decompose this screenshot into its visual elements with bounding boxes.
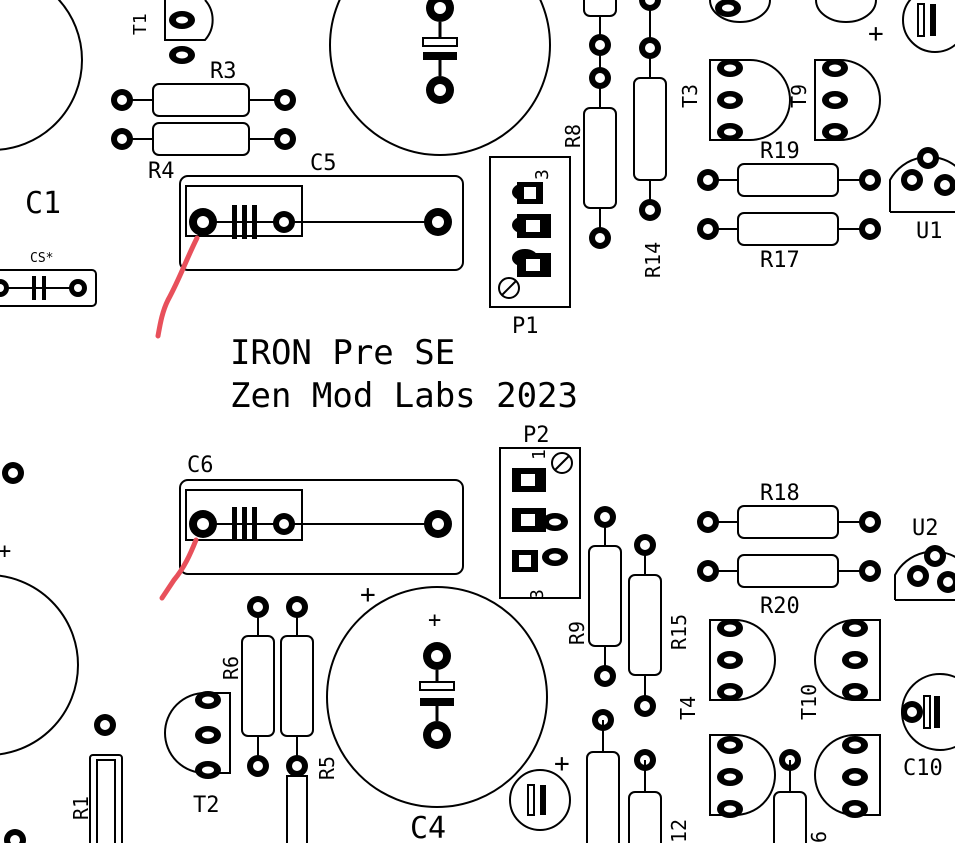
u2-label: U2 [912,516,939,541]
u2-regulator: U2 [894,516,955,601]
r14-resistor: R14 [633,0,667,278]
p1-trimmer: 3 P1 [489,156,571,339]
r17-label: R17 [760,248,800,273]
r20-label: R20 [760,594,800,619]
c5-capacitor: C5 [179,151,464,271]
t4-label: T4 [676,696,700,720]
r19-resistor: R19 [697,139,881,197]
cs-label: CS* [30,251,53,266]
t-bottom-1 [709,734,776,818]
r6-resistor: R6 [219,596,275,777]
r-bottom-1 [586,709,620,843]
r15-label: R15 [667,614,691,650]
t-bottom-2 [814,734,881,818]
p2-pin3: 3 [527,589,548,600]
c4-plus-inner: + [428,608,441,633]
r20-resistor: R20 [697,554,881,619]
t9-label: T9 [787,84,811,108]
r8-label: R8 [561,124,585,148]
r4-resistor: R4 [111,122,296,184]
t1-label: T1 [130,13,151,35]
r5-label: R5 [315,756,339,780]
r18-resistor: R18 [697,481,881,539]
u1-label: U1 [916,219,943,244]
cs-capacitor: CS* [0,251,97,307]
board-title-line2: Zen Mod Labs 2023 [230,376,578,416]
r16-label: 6 [807,831,831,843]
c4-capacitor: + + C4 [326,580,548,843]
r1-label: R1 [69,796,93,820]
p2-pin1: 1 [529,449,550,460]
r9-resistor: R9 [565,506,622,687]
r14-label: R14 [641,242,665,278]
r4-label: R4 [148,159,175,184]
r3-resistor: R3 [111,59,296,117]
t10-label: T10 [797,684,821,720]
c-left-capacitor: + [0,539,79,756]
c-top-right [902,0,955,53]
r12-label: 12 [667,819,691,843]
c-small-bottom: + [509,749,571,831]
t9-transistor: T9 [787,59,881,141]
red-mark-bottom [159,537,199,601]
r17-resistor: R17 [697,212,881,273]
c5-label: C5 [310,151,337,176]
c4-plus-outer: + [360,580,376,610]
r12-resistor: 12 [628,749,691,843]
r5-resistor: R5 [280,596,339,843]
t1-transistor: T1 [130,0,214,64]
r8-resistor: R8 [561,0,617,249]
r18-label: R18 [760,481,800,506]
red-mark-top [155,235,200,339]
c10-label: C10 [903,756,943,781]
p1-label: P1 [512,314,539,339]
c10-capacitor: C10 [901,673,955,781]
r19-label: R19 [760,139,800,164]
board-title-line1: IRON Pre SE [230,333,455,373]
pad-left [2,462,24,484]
c-left-plus: + [0,539,11,564]
t2-transistor: T2 [164,691,231,818]
p1-pin3: 3 [532,169,553,180]
t-top-partial [709,0,877,23]
c6-label: C6 [187,453,214,478]
r16-resistor: 6 [773,749,831,843]
c1-label: C1 [25,186,61,221]
p2-trimmer: P2 1 3 [499,423,581,600]
t4-transistor: T4 [676,619,776,720]
top-right-plus: + [868,19,884,49]
r3-label: R3 [210,59,237,84]
c1-capacitor: C1 [0,0,83,221]
r1-resistor: R1 [69,714,123,843]
t10-transistor: T10 [797,619,881,720]
t3-transistor: T3 [678,59,791,141]
c4-label: C4 [410,811,446,843]
t3-label: T3 [678,84,702,108]
r6-label: R6 [219,656,243,680]
t2-label: T2 [193,793,220,818]
c6-capacitor: C6 [179,453,464,575]
c-small-plus: + [554,749,570,779]
r15-resistor: R15 [628,534,691,717]
c-top-capacitor [329,0,551,156]
p2-label: P2 [523,423,550,448]
u1-regulator: U1 [889,147,955,244]
r9-label: R9 [565,621,589,645]
pad-bottom-left [4,829,26,843]
